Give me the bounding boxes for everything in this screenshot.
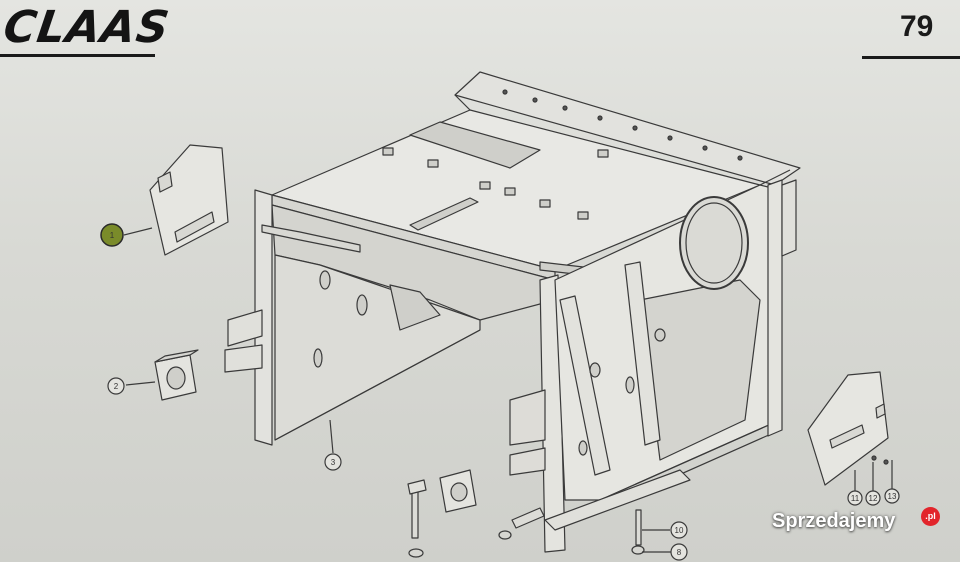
brand-underline [0, 54, 155, 57]
callout-12-label: 12 [869, 494, 878, 503]
part-11-cover-plate [807, 371, 893, 492]
callout-1: 1 [100, 223, 124, 247]
page-number-underline [862, 56, 960, 59]
callout-3-label: 3 [331, 458, 336, 467]
callout-2: 2 [107, 377, 125, 395]
callout-11-label: 11 [851, 494, 860, 503]
callout-10-label: 10 [675, 526, 684, 535]
callout-8: 8 [670, 543, 688, 561]
callouts: 1 2 3 8 10 11 12 13 [100, 223, 900, 561]
callout-2-label: 2 [114, 382, 119, 391]
callout-11: 11 [847, 490, 863, 506]
callout-1-label: 1 [110, 231, 115, 240]
watermark-text: Sprzedajemy [772, 510, 896, 532]
part-2-bearing-block [125, 349, 199, 401]
callout-13: 13 [884, 488, 900, 504]
page-number: 79 [900, 10, 934, 43]
callout-12: 12 [865, 490, 881, 506]
watermark-badge: .pl [921, 507, 940, 526]
lower-hardware [407, 469, 672, 558]
callout-13-label: 13 [888, 492, 897, 501]
part-1-cover-plate [123, 144, 229, 256]
callout-8-label: 8 [677, 548, 682, 557]
callout-10: 10 [670, 521, 688, 539]
callout-3: 3 [324, 453, 342, 471]
main-frame [224, 71, 801, 553]
